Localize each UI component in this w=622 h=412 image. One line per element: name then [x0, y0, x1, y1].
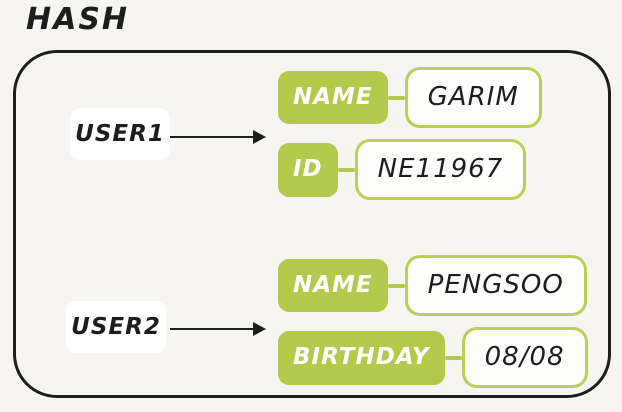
key-box-user1: USER1: [70, 108, 170, 160]
value-box-name: GARIM: [404, 67, 542, 129]
connector-line: [387, 283, 405, 288]
field-row-user2-name: NAME PENGSOO: [278, 255, 588, 317]
field-chip-name: NAME: [278, 70, 388, 125]
fields-user1: NAME GARIM ID NE11967: [278, 67, 542, 201]
value-box-id: NE11967: [354, 139, 527, 201]
connector-line: [444, 355, 462, 360]
diagram-title: HASH: [26, 2, 130, 37]
key-box-user2: USER2: [66, 301, 166, 353]
field-chip-name: NAME: [278, 258, 388, 313]
fields-user2: NAME PENGSOO BIRTHDAY 08/08: [278, 255, 588, 389]
value-box-birthday: 08/08: [461, 327, 588, 389]
arrow-right-icon: [170, 322, 266, 336]
connector-line: [337, 167, 355, 172]
connector-line: [387, 95, 405, 100]
field-chip-id: ID: [278, 142, 338, 197]
value-box-name: PENGSOO: [404, 255, 587, 317]
field-row-user1-name: NAME GARIM: [278, 67, 542, 129]
arrow-right-icon: [170, 130, 266, 144]
field-row-user1-id: ID NE11967: [278, 139, 542, 201]
field-row-user2-birthday: BIRTHDAY 08/08: [278, 327, 588, 389]
field-chip-birthday: BIRTHDAY: [278, 330, 445, 385]
